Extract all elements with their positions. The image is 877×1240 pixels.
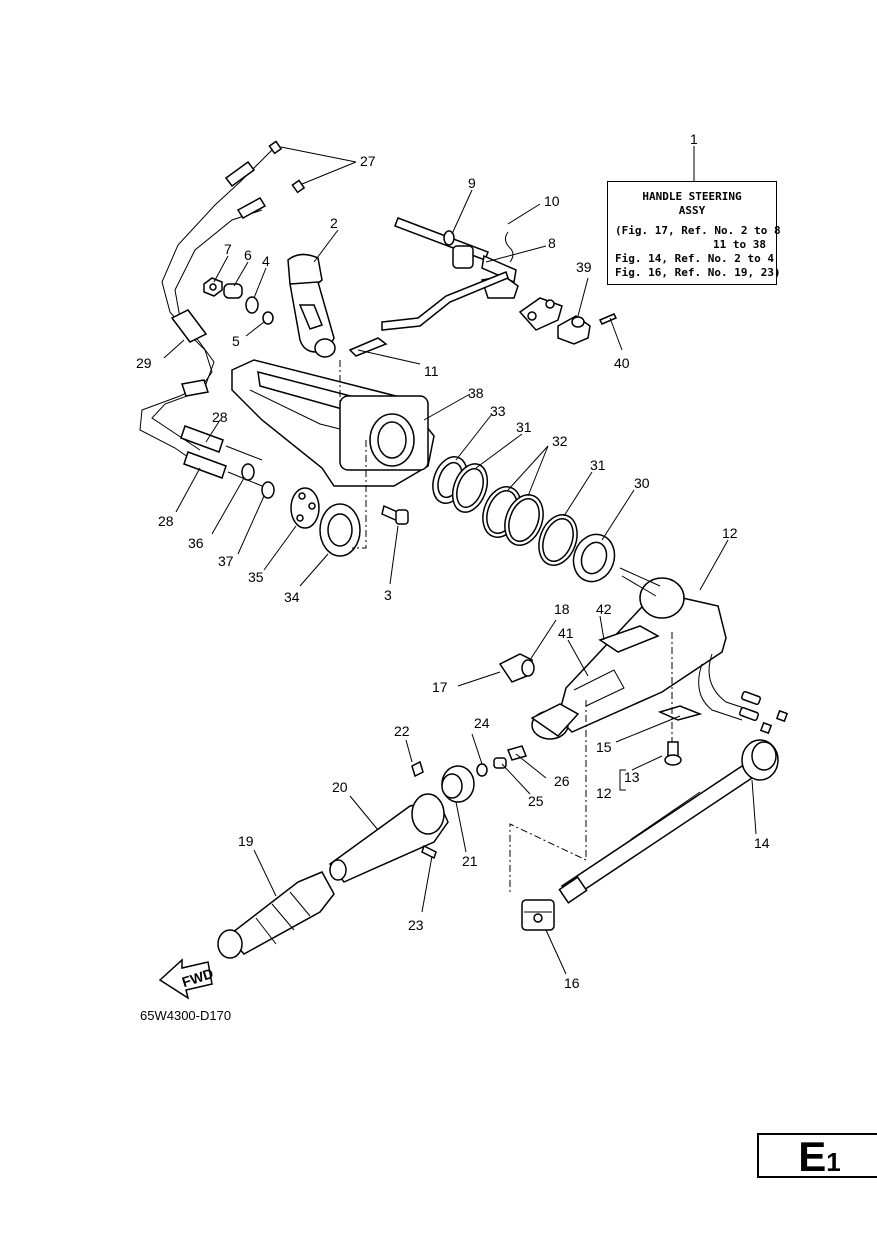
callout-32: 32: [552, 433, 568, 449]
reference-line1: (Fig. 17, Ref. No. 2 to 8: [615, 224, 781, 237]
callout-numbers: 1 2 3 4 5 6 7 8 9 10 11 12 12 13 14 15 1…: [136, 131, 770, 991]
throttle-shaft: [328, 793, 449, 883]
page-tag-letter: E: [798, 1133, 827, 1180]
callout-12-kit: 12: [596, 785, 612, 801]
callout-38: 38: [468, 385, 484, 401]
callout-23: 23: [408, 917, 424, 933]
steering-arm-housing: [231, 359, 435, 487]
callout-25: 25: [528, 793, 544, 809]
seal-rings: [432, 456, 616, 583]
cam-and-pin: [557, 313, 618, 345]
callout-31-upper: 31: [516, 419, 532, 435]
fwd-arrow: FWD: [158, 958, 215, 1000]
decal-plate: [348, 337, 388, 357]
callout-22: 22: [394, 723, 410, 739]
callout-27: 27: [360, 153, 376, 169]
callout-1: 1: [690, 131, 698, 147]
friction-knob: [498, 653, 535, 683]
callout-36: 36: [188, 535, 204, 551]
diagram-code: 65W4300-D170: [140, 1008, 232, 1023]
callout-21: 21: [462, 853, 478, 869]
callout-2: 2: [330, 215, 338, 231]
callout-42: 42: [596, 601, 612, 617]
small-fittings: [203, 277, 274, 325]
callout-9: 9: [468, 175, 476, 191]
steering-rod: [558, 739, 779, 904]
assembly-info-box: HANDLE STEERING ASSY (Fig. 17, Ref. No. …: [607, 181, 781, 285]
bolt-13: [664, 741, 682, 766]
page-tag: E1: [757, 1133, 877, 1178]
callout-4: 4: [262, 253, 270, 269]
callout-29: 29: [136, 355, 152, 371]
steering-bracket: [530, 567, 789, 740]
callout-7: 7: [224, 241, 232, 257]
throttle-shift-cables: [139, 140, 306, 487]
callout-34: 34: [284, 589, 300, 605]
callout-15: 15: [596, 739, 612, 755]
bracket-clamp: [521, 899, 555, 931]
callout-12: 12: [722, 525, 738, 541]
callout-37: 37: [218, 553, 234, 569]
callout-18: 18: [554, 601, 570, 617]
callout-13: 13: [624, 769, 640, 785]
callout-14: 14: [754, 835, 770, 851]
throttle-grip: [217, 871, 335, 959]
callout-28-lower: 28: [158, 513, 174, 529]
callout-5: 5: [232, 333, 240, 349]
callout-17: 17: [432, 679, 448, 695]
throttle-fittings: [411, 745, 528, 803]
callout-35: 35: [248, 569, 264, 585]
assembly-title-line1: HANDLE STEERING: [642, 190, 742, 203]
assembly-center-lines: [339, 360, 673, 894]
callout-24: 24: [474, 715, 490, 731]
callout-41: 41: [558, 625, 574, 641]
callout-6: 6: [244, 247, 252, 263]
shift-linkage: [381, 217, 563, 331]
grip-parts: [241, 463, 409, 557]
callout-28-upper: 28: [212, 409, 228, 425]
callout-10: 10: [544, 193, 560, 209]
callout-3: 3: [384, 587, 392, 603]
reference-line4: Fig. 16, Ref. No. 19, 23): [615, 266, 781, 279]
assembly-title-line2: ASSY: [678, 204, 706, 217]
reference-line2: 11 to 38: [713, 238, 766, 251]
callout-11: 11: [424, 363, 439, 379]
callout-30: 30: [634, 475, 650, 491]
callout-33: 33: [490, 403, 506, 419]
leader-lines: [163, 146, 757, 975]
callout-16: 16: [564, 975, 580, 991]
callout-26: 26: [554, 773, 570, 789]
callout-8: 8: [548, 235, 556, 251]
handle-lever: [287, 253, 336, 358]
callout-19: 19: [238, 833, 254, 849]
page-tag-number: 1: [826, 1147, 841, 1177]
callout-31-lower: 31: [590, 457, 606, 473]
callout-20: 20: [332, 779, 348, 795]
reference-line3: Fig. 14, Ref. No. 2 to 4: [615, 252, 774, 265]
callout-40: 40: [614, 355, 630, 371]
callout-39: 39: [576, 259, 592, 275]
